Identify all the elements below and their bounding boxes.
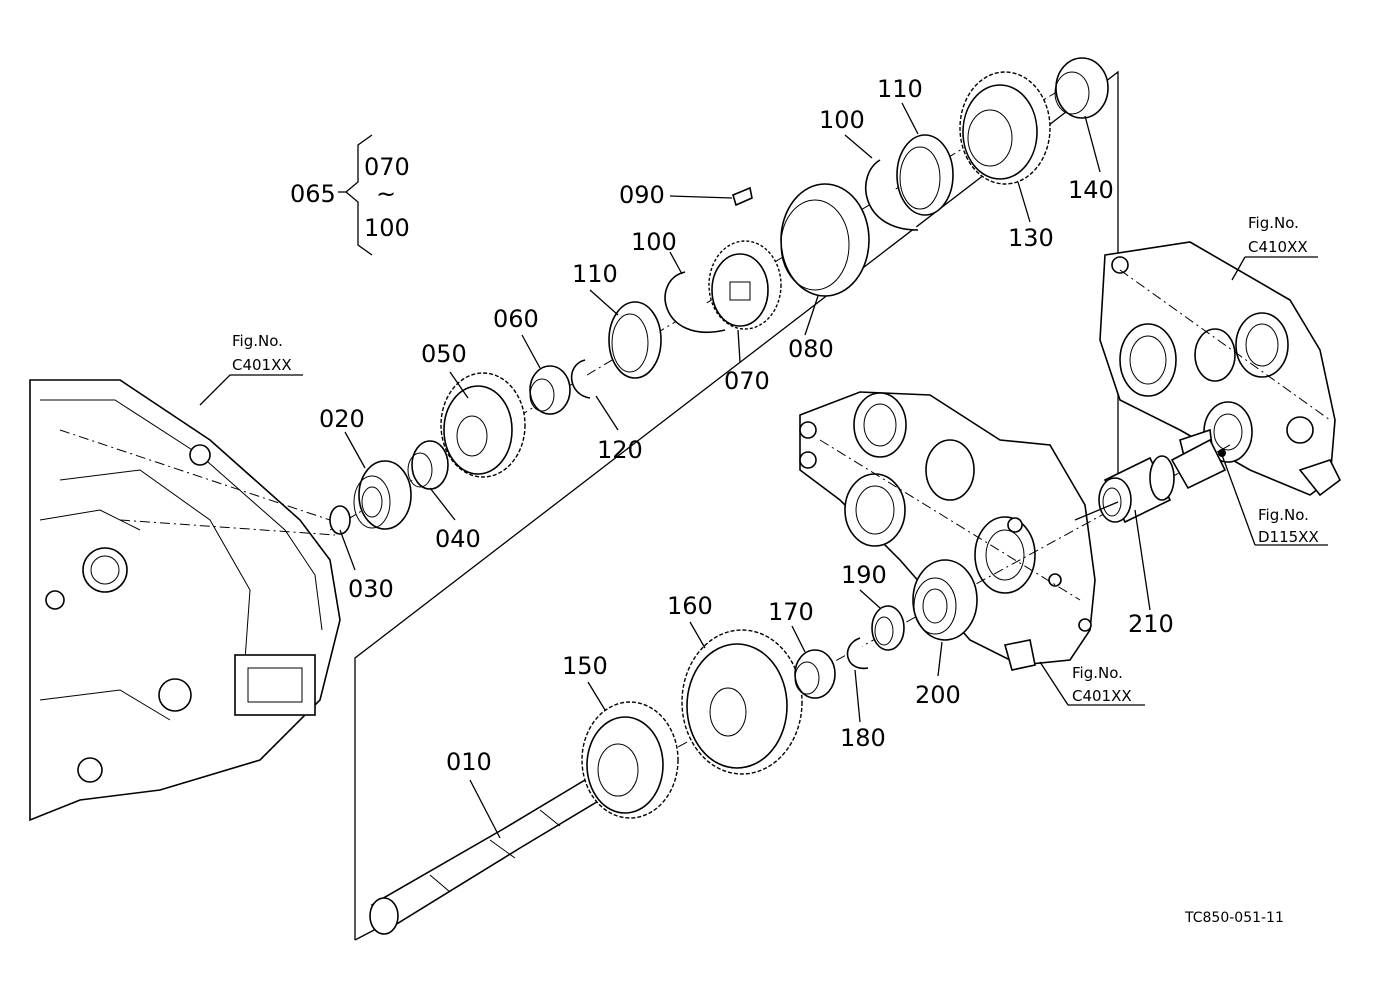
- sleeve-210: [1098, 455, 1175, 524]
- part-label-160: 160: [667, 592, 713, 620]
- splined-shaft-end: [1170, 438, 1227, 490]
- part-label-060: 060: [493, 305, 539, 333]
- needle-bearing-060: [529, 365, 571, 415]
- figure-ref-d115-caption: Fig.No.: [1258, 506, 1309, 524]
- shaft-010: [369, 778, 602, 935]
- left-transmission-case: [29, 379, 341, 822]
- drawing-code: TC850-051-11: [1184, 910, 1284, 926]
- figure-ref-upper-right-caption: Fig.No.: [1248, 214, 1299, 232]
- bearing-200: [912, 559, 978, 641]
- circlip-180: [846, 637, 869, 670]
- part-label-170: 170: [768, 598, 814, 626]
- figure-ref-left-callout: [199, 374, 303, 406]
- part-label-150: 150: [562, 652, 608, 680]
- part-label-120: 120: [597, 436, 643, 464]
- leader-lines: [339, 102, 1151, 839]
- circlip-120: [570, 359, 591, 399]
- spring-100-left: [664, 271, 726, 333]
- figure-ref-lower-right-callout: [1039, 661, 1145, 706]
- group-label: 065: [290, 180, 336, 208]
- circlip-030: [329, 505, 351, 535]
- bearing-020: [353, 460, 412, 530]
- washer-190: [871, 605, 905, 651]
- group-range-end: 100: [364, 214, 410, 242]
- part-label-200: 200: [915, 681, 961, 709]
- group-range-start: 070: [364, 153, 410, 181]
- part-label-100-left: 100: [631, 228, 677, 256]
- right-lower-housing: [799, 391, 1096, 671]
- synchro-ring-110-left: [608, 301, 662, 379]
- part-label-020: 020: [319, 405, 365, 433]
- gear-130: [959, 71, 1051, 185]
- part-label-110-left: 110: [572, 260, 618, 288]
- needle-bearing-170: [794, 649, 836, 699]
- figure-ref-lower-right-caption: Fig.No.: [1072, 664, 1123, 682]
- spring-100-right: [865, 159, 919, 231]
- part-label-090: 090: [619, 181, 665, 209]
- part-label-080: 080: [788, 335, 834, 363]
- gear-160: [681, 629, 803, 775]
- gear-050: [440, 372, 526, 478]
- figure-ref-d115-code: D115XX: [1258, 528, 1319, 546]
- part-label-010: 010: [446, 748, 492, 776]
- gear-150: [581, 701, 679, 819]
- part-label-040: 040: [435, 525, 481, 553]
- collar-040: [407, 440, 449, 490]
- part-label-140: 140: [1068, 176, 1114, 204]
- figure-ref-upper-right-callout: [1231, 256, 1318, 281]
- part-label-130: 130: [1008, 224, 1054, 252]
- part-label-180: 180: [840, 724, 886, 752]
- figure-ref-left-caption: Fig.No.: [232, 332, 283, 350]
- figure-ref-lower-right-code: C401XX: [1072, 687, 1132, 705]
- key-090: [732, 186, 753, 207]
- figure-ref-d115-callout: [1221, 454, 1328, 546]
- part-label-070: 070: [724, 367, 770, 395]
- figure-ref-left-code: C401XX: [232, 356, 292, 374]
- part-label-050: 050: [421, 340, 467, 368]
- group-range-tilde: ~: [376, 180, 396, 208]
- group-bracket-065: [338, 134, 373, 256]
- figure-ref-upper-right-code: C410XX: [1248, 238, 1308, 256]
- part-label-030: 030: [348, 575, 394, 603]
- part-label-190: 190: [841, 561, 887, 589]
- sleeve-080: [780, 183, 870, 297]
- right-upper-housing: [1099, 241, 1342, 497]
- part-label-110-right: 110: [877, 75, 923, 103]
- part-label-100-right: 100: [819, 106, 865, 134]
- needle-bearing-140: [1054, 57, 1109, 119]
- synchro-ring-110-right: [896, 134, 954, 216]
- part-label-210: 210: [1128, 610, 1174, 638]
- hub-070: [708, 240, 782, 330]
